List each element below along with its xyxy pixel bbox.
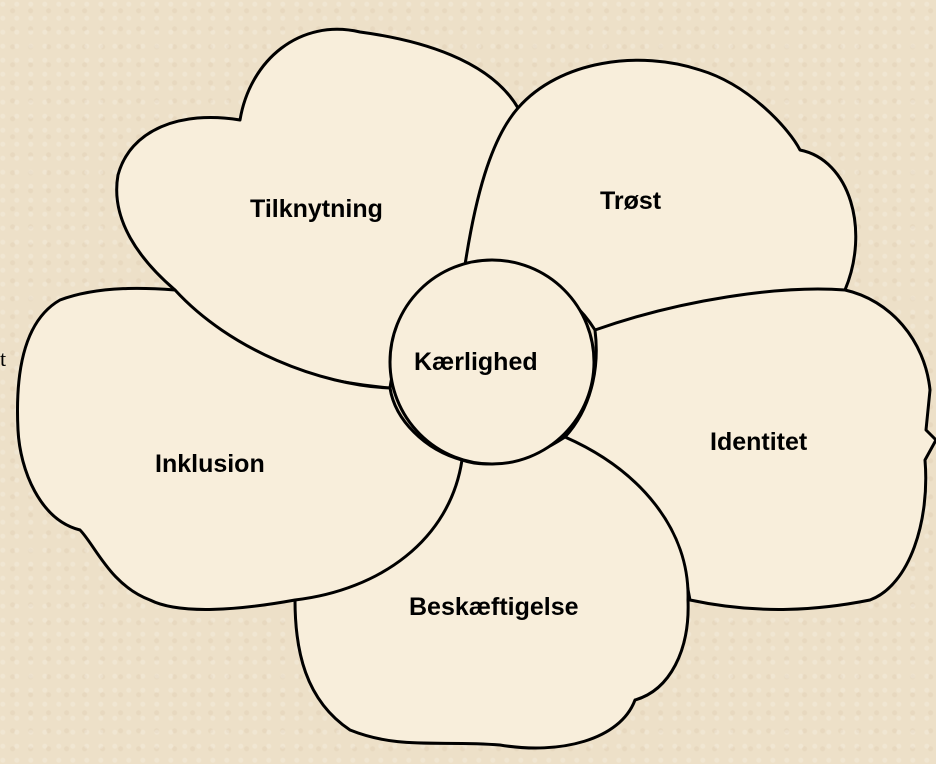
petal-label-troest: Trøst	[600, 187, 662, 215]
petal-label-identitet: Identitet	[710, 428, 808, 456]
center-circle	[388, 258, 596, 466]
petal-label-tilknytning: Tilknytning	[250, 195, 383, 223]
petal-inklusion	[16, 286, 464, 611]
petal-label-inklusion: Inklusion	[155, 450, 265, 478]
petal-label-beskaeftigelse: Beskæftigelse	[409, 593, 579, 621]
stray-text: t	[0, 346, 7, 371]
center-label: Kærlighed	[414, 348, 538, 376]
